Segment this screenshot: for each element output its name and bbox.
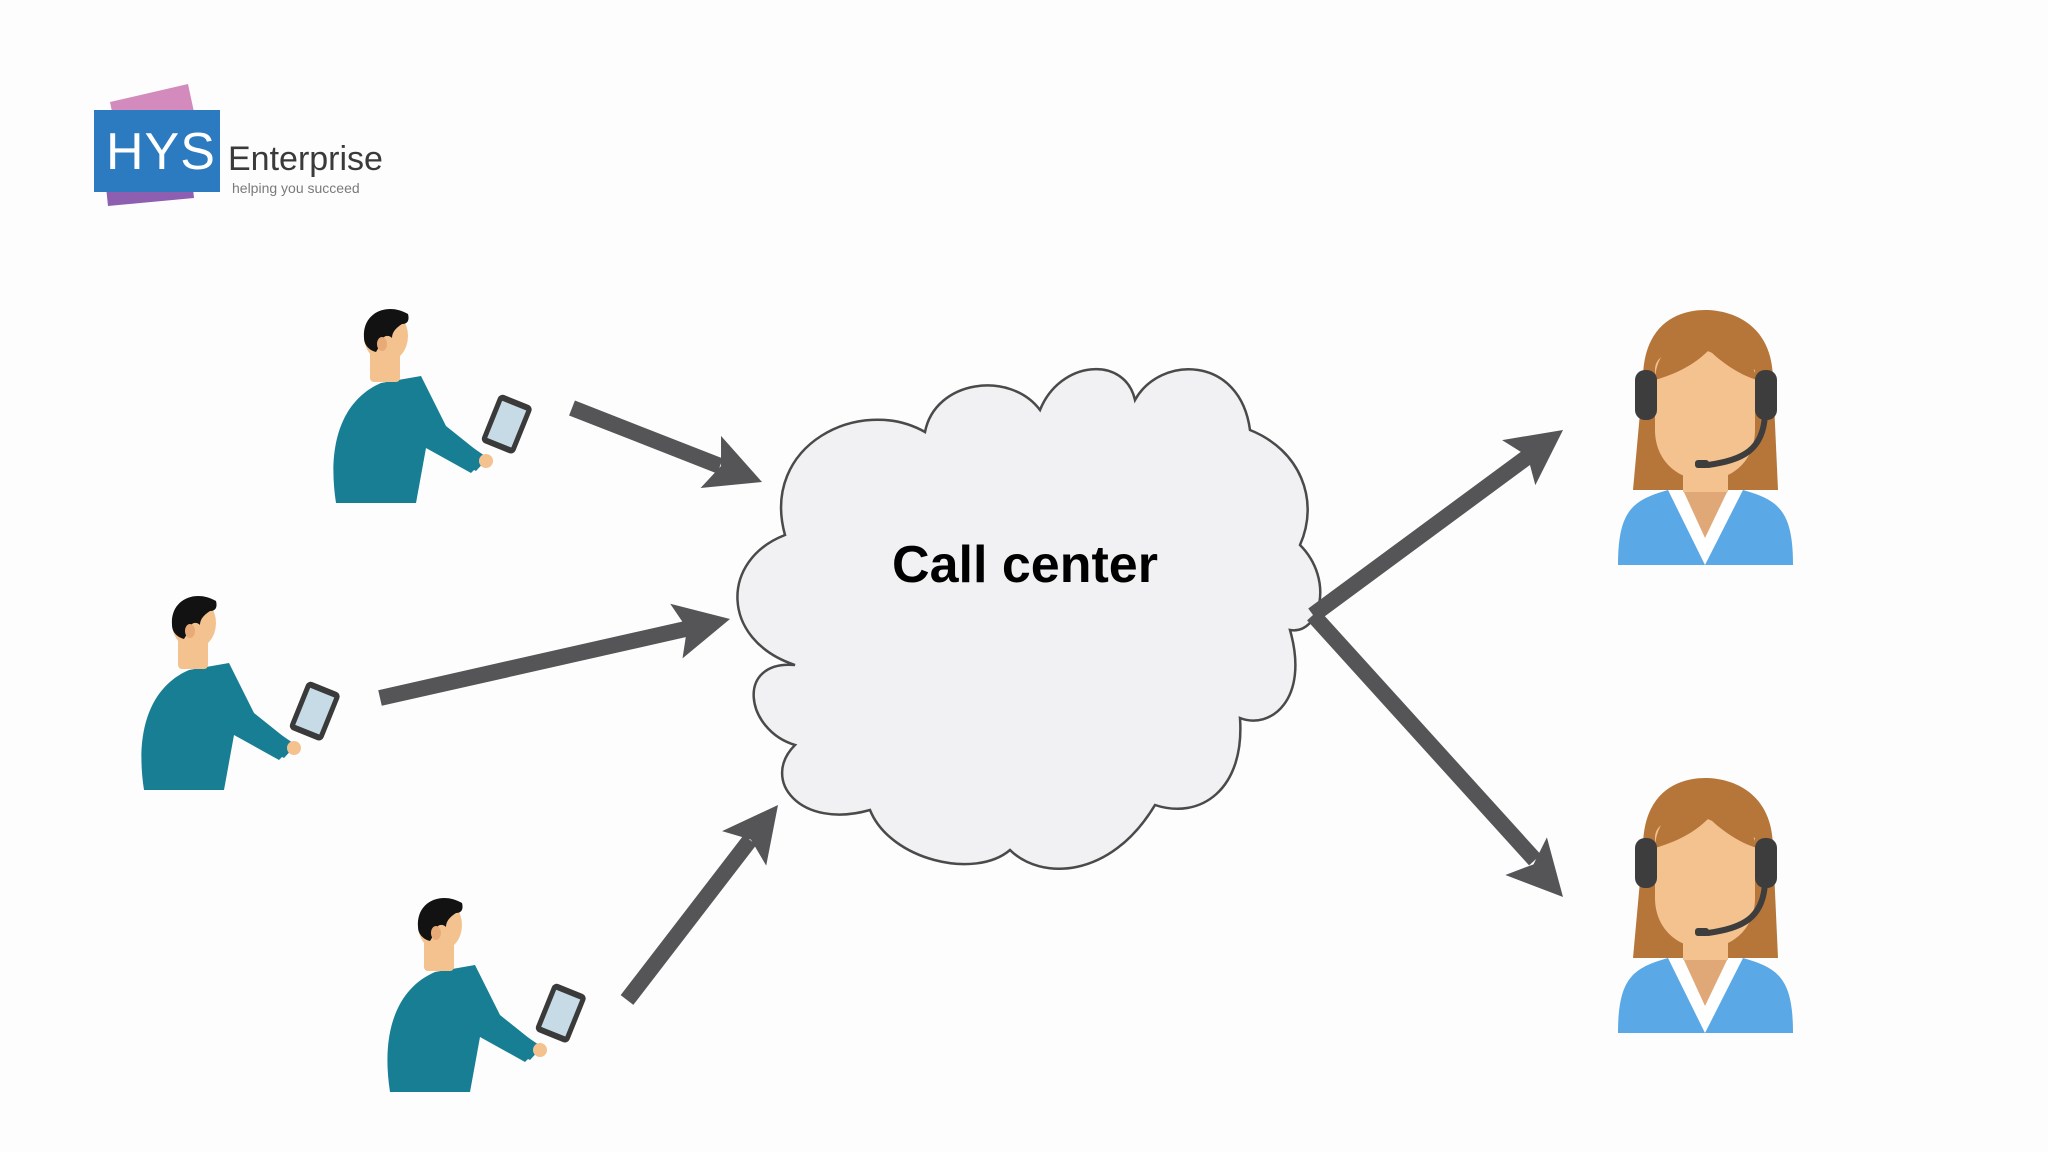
caller-person-icon [387, 897, 588, 1092]
caller-person-icon [333, 308, 534, 503]
caller-person-icon [141, 595, 342, 790]
flow-arrow [569, 400, 773, 509]
call-center-agent-icon [1618, 778, 1793, 1033]
logo-wordmark: Enterprise [228, 140, 383, 178]
logo-mark-icon [94, 84, 220, 206]
flow-arrow [1308, 407, 1580, 622]
flow-arrow [378, 591, 737, 706]
cloud-center-label: Call center [892, 536, 1158, 594]
call-center-cloud [736, 367, 1322, 870]
logo-tagline: helping you succeed [232, 180, 360, 196]
call-center-agent-icon [1618, 310, 1793, 565]
flow-arrow [1307, 609, 1584, 916]
flow-arrow [620, 787, 801, 1005]
hys-enterprise-logo: HYS Enterprise helping you succeed [90, 82, 390, 222]
logo-mark-text: HYS [106, 123, 216, 181]
